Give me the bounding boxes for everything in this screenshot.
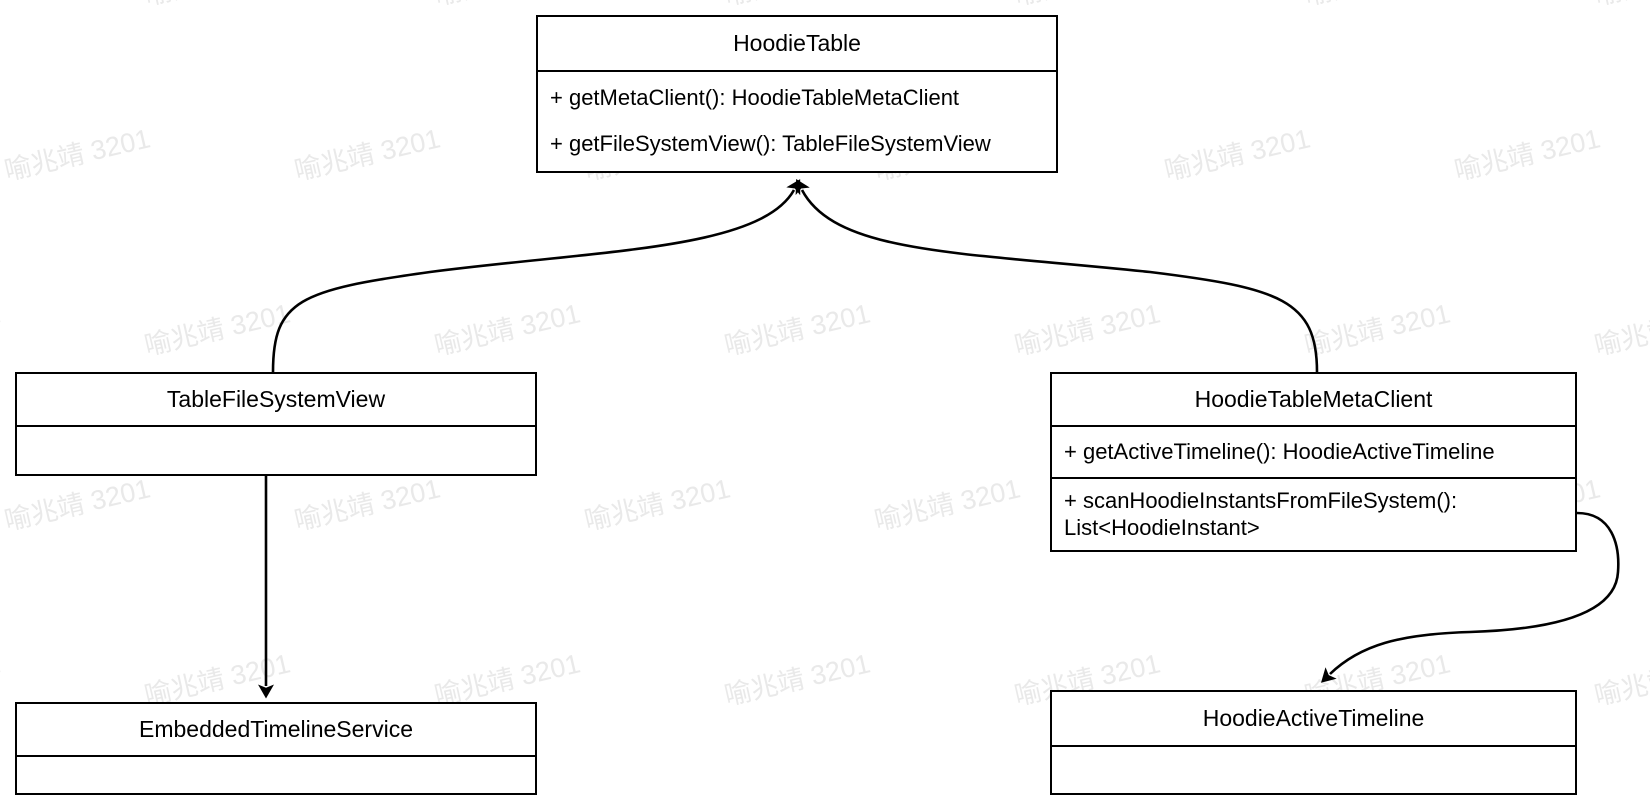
- methods-compartment-embedded-timeline-service: [17, 755, 535, 793]
- watermark-text: 喻兆靖 3201: [141, 298, 294, 362]
- watermark-text: 喻兆靖 3201: [1161, 123, 1314, 187]
- methods-compartment-hoodie-table: + getMetaClient(): HoodieTableMetaClient…: [538, 70, 1056, 171]
- watermark-text: 喻兆靖 3201: [871, 473, 1024, 537]
- watermark-text: 喻兆靖 3201: [0, 298, 4, 361]
- watermark-text: 喻兆靖 3201: [720, 0, 874, 13]
- methods-compartment-table-file-system-view: [17, 425, 535, 474]
- watermark-text: 喻兆靖 3201: [1301, 298, 1454, 362]
- watermark-text: 喻兆靖 3201: [721, 648, 874, 712]
- method-get-meta-client: + getMetaClient(): HoodieTableMetaClient: [550, 85, 960, 111]
- methods-compartment-hoodie-active-timeline: [1052, 745, 1575, 793]
- watermark-text: 喻兆靖 3201: [1, 123, 154, 187]
- watermark-text: 喻兆靖 3201: [0, 648, 4, 711]
- method-get-active-timeline: + getActiveTimeline(): HoodieActiveTimel…: [1064, 438, 1495, 464]
- class-box-table-file-system-view[interactable]: TableFileSystemView: [15, 372, 537, 476]
- watermark-text: 喻兆靖 3201: [721, 298, 874, 362]
- methods-compartment-scan-hoodie-instants: + scanHoodieInstantsFromFileSystem(): Li…: [1052, 477, 1575, 550]
- watermark-text: 喻兆靖 3201: [0, 0, 4, 13]
- class-name-hoodie-table-meta-client: HoodieTableMetaClient: [1194, 385, 1433, 412]
- watermark-text: 喻兆靖 3201: [1590, 0, 1650, 13]
- methods-compartment-get-active-timeline: + getActiveTimeline(): HoodieActiveTimel…: [1052, 425, 1575, 477]
- watermark-text: 喻兆靖 3201: [431, 298, 584, 362]
- class-box-hoodie-active-timeline[interactable]: HoodieActiveTimeline: [1050, 690, 1577, 795]
- watermark-text: 喻兆靖 3201: [1300, 0, 1454, 13]
- class-name-table-file-system-view: TableFileSystemView: [166, 385, 386, 412]
- watermark-text: 喻兆靖 3201: [1591, 298, 1650, 362]
- watermark-text: 喻兆靖 3201: [1451, 123, 1604, 187]
- edge-hoodietablemetaclient-to-hoodietable: [795, 178, 1319, 373]
- method-scan-hoodie-instants-from-file-system: + scanHoodieInstantsFromFileSystem(): Li…: [1064, 487, 1458, 540]
- watermark-text: 喻兆靖 3201: [291, 473, 444, 537]
- method-get-file-system-view: + getFileSystemView(): TableFileSystemVi…: [550, 130, 991, 156]
- edge-tablefilesystemview-to-hoodietable: [271, 179, 801, 373]
- watermark-text: 喻兆靖 3201: [1011, 298, 1164, 362]
- watermark-text: 喻兆靖 3201: [1, 473, 154, 537]
- watermark-text: 喻兆靖 3201: [1010, 0, 1164, 13]
- watermark-text: 喻兆靖 3201: [581, 473, 734, 537]
- class-box-embedded-timeline-service[interactable]: EmbeddedTimelineService: [15, 702, 537, 795]
- watermark-text: 喻兆靖 3201: [430, 0, 584, 13]
- class-name-embedded-timeline-service: EmbeddedTimelineService: [138, 715, 413, 742]
- class-name-hoodie-active-timeline: HoodieActiveTimeline: [1202, 704, 1425, 731]
- class-name-hoodie-table: HoodieTable: [733, 29, 861, 56]
- class-box-hoodie-table[interactable]: HoodieTable + getMetaClient(): HoodieTab…: [536, 15, 1058, 173]
- watermark-text: 喻兆靖 3201: [1591, 648, 1650, 712]
- watermark-text: 喻兆靖 3201: [291, 123, 444, 187]
- class-box-hoodie-table-meta-client[interactable]: HoodieTableMetaClient + getActiveTimelin…: [1050, 372, 1577, 552]
- watermark-text: 喻兆靖 3201: [140, 0, 294, 13]
